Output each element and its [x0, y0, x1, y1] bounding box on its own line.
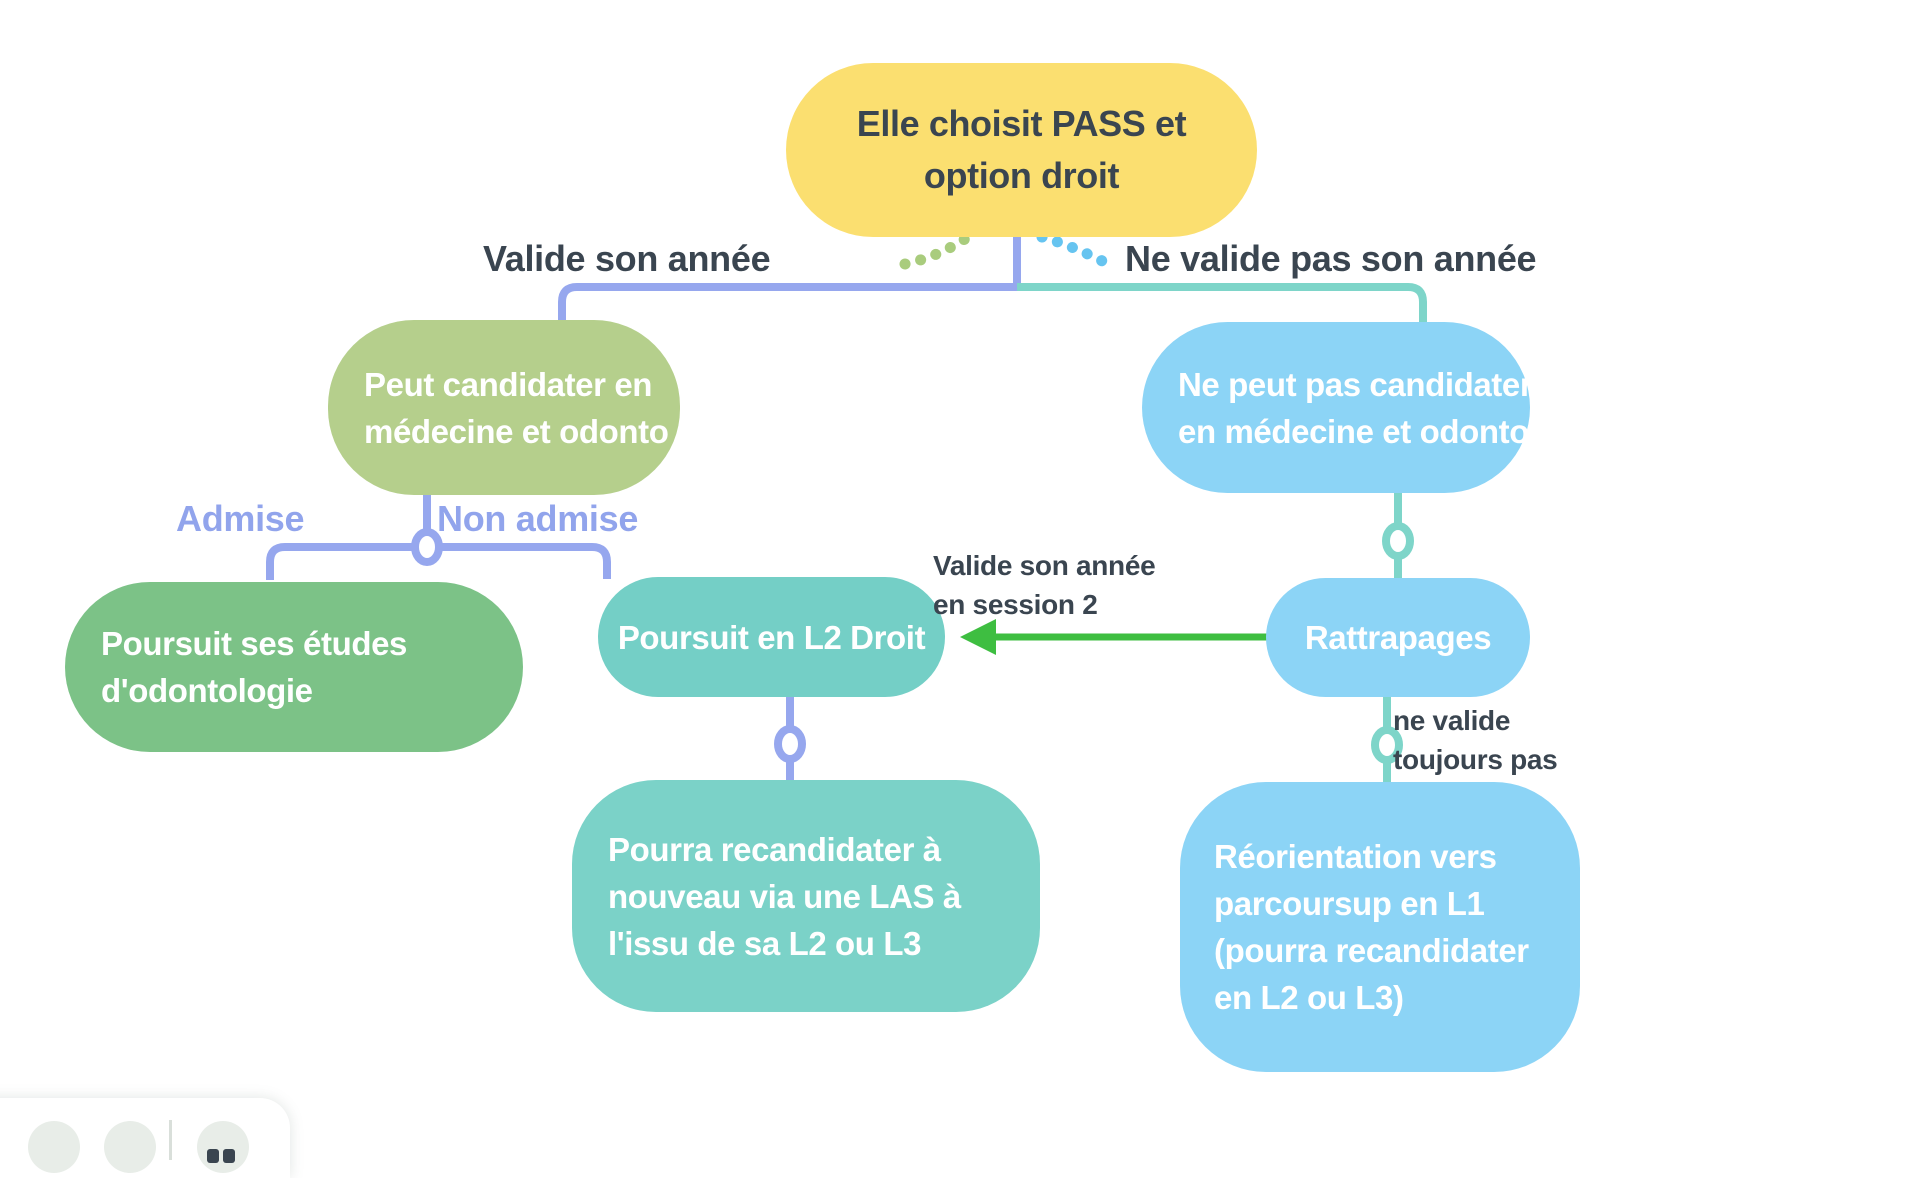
edge-valide-branch: [558, 283, 1017, 324]
toolbar-divider: [169, 1120, 172, 1160]
partial-icon: [223, 1149, 235, 1163]
node-root[interactable]: Elle choisit PASS et option droit: [786, 63, 1257, 237]
junction-ring-teal-2[interactable]: [1371, 726, 1403, 764]
edge-nevalide-branch: [1017, 283, 1427, 324]
label-admise: Admise: [176, 498, 305, 539]
dotted-arc-green-icon: [899, 231, 974, 270]
junction-ring-purple-2[interactable]: [774, 725, 806, 763]
node-ne-peut-pas-candidater[interactable]: Ne peut pas candidater en médecine et od…: [1142, 322, 1533, 493]
session2-arrow-head-icon: [960, 619, 996, 655]
label-ne-valide-pas: Ne valide pas son année: [1125, 238, 1537, 279]
junction-ring-teal-1[interactable]: [1382, 522, 1414, 560]
label-session2: Valide son année en session 2: [933, 550, 1156, 620]
node-rattrapages[interactable]: Rattrapages: [1266, 578, 1530, 697]
node-peut-candidater[interactable]: Peut candidater en médecine et odonto: [328, 320, 680, 495]
node-recandidater-las[interactable]: Pourra recandidater à nouveau via une LA…: [572, 780, 1040, 1012]
label-ne-valide-toujours-pas: ne valide toujours pas: [1393, 705, 1558, 775]
edges-layer: [266, 231, 1427, 784]
toolbar-button-3[interactable]: [197, 1121, 249, 1173]
bottom-toolbar: [0, 1098, 290, 1178]
label-valide-son-annee: Valide son année: [483, 238, 771, 279]
mindmap-canvas: Elle choisit PASS et option droit Peut c…: [28, 63, 1580, 1173]
junction-ring-purple-1[interactable]: [411, 528, 443, 566]
toolbar-button-1[interactable]: [28, 1121, 80, 1173]
dotted-arc-blue-icon: [1036, 231, 1118, 272]
node-poursuit-l2-droit[interactable]: Poursuit en L2 Droit: [598, 577, 945, 697]
node-reorientation[interactable]: Réorientation vers parcoursup en L1 (pou…: [1180, 782, 1580, 1072]
node-poursuit-odontologie[interactable]: Poursuit ses études d'odontologie: [65, 582, 523, 752]
toolbar-button-2[interactable]: [104, 1121, 156, 1173]
label-non-admise: Non admise: [437, 498, 639, 539]
partial-icon: [207, 1149, 219, 1163]
